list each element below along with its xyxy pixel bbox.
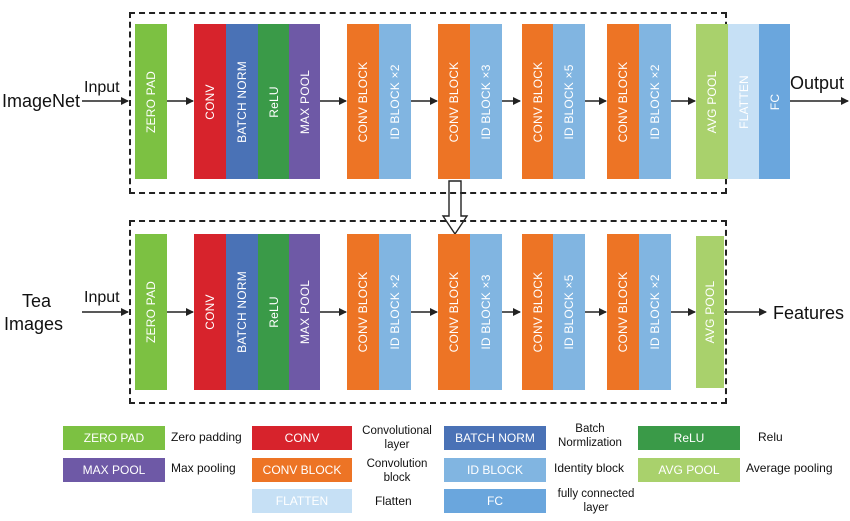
legend-avg-pool-desc: Average pooling — [746, 461, 833, 475]
legend-batch-norm-desc: Batch Normlization — [550, 422, 630, 450]
bottom-conv-block-1-label: CONV BLOCK — [356, 271, 370, 353]
top-conv-block-2: CONV BLOCK — [438, 24, 470, 179]
bottom-id-block-3: ID BLOCK ×5 — [553, 234, 585, 390]
top-fc-label: FC — [767, 93, 782, 110]
bottom-id-block-2-label: ID BLOCK ×3 — [479, 274, 493, 350]
legend-flatten-desc: Flatten — [375, 494, 412, 508]
bottom-input-label: Input — [84, 289, 120, 306]
top-id-block-4-label: ID BLOCK ×2 — [648, 63, 662, 140]
top-avg-pool-label: AVG POOL — [705, 70, 719, 133]
imagenet-label: ImageNet — [2, 91, 81, 111]
bottom-conv-block-3-label: CONV BLOCK — [530, 271, 545, 353]
legend-max-pool-swatch: MAX POOL — [63, 458, 165, 482]
top-max-pool-label: MAX POOL — [297, 69, 312, 134]
legend-conv-block-desc-line2: block — [383, 472, 411, 484]
legend-conv-block-desc: Convolution block — [356, 457, 438, 485]
top-avg-pool-block: AVG POOL — [696, 24, 728, 179]
bottom-conv-block-4: CONV BLOCK — [607, 234, 639, 390]
bottom-avg-pool-block: AVG POOL — [696, 236, 724, 388]
top-id-block-4: ID BLOCK ×2 — [639, 24, 671, 179]
top-max-pool-block: MAX POOL — [289, 24, 320, 179]
top-zero-pad-block: ZERO PAD — [135, 24, 167, 179]
legend-conv-swatch: CONV — [252, 426, 352, 450]
legend-conv-desc: Convolutional layer — [356, 424, 438, 452]
legend-conv-desc-line1: Convolutional — [362, 425, 432, 437]
top-input-label: Input — [84, 79, 120, 96]
bottom-id-block-4: ID BLOCK ×2 — [639, 234, 671, 390]
top-conv-block-2-label: CONV BLOCK — [447, 61, 461, 142]
top-conv-block-3: CONV BLOCK — [522, 24, 553, 179]
bottom-conv-block: CONV — [194, 234, 226, 390]
top-conv-label: CONV — [203, 83, 217, 120]
bottom-batch-norm-label: BATCH NORM — [235, 271, 249, 353]
legend-batch-norm-desc-line1: Batch — [575, 423, 605, 435]
legend-relu-desc: Relu — [758, 430, 783, 444]
top-relu-label: ReLU — [266, 85, 281, 118]
bottom-conv-block-2: CONV BLOCK — [438, 234, 470, 390]
features-label: Features — [773, 303, 845, 323]
top-id-block-2: ID BLOCK ×3 — [470, 24, 502, 179]
bottom-id-block-2: ID BLOCK ×3 — [470, 234, 502, 390]
top-id-block-1: ID BLOCK ×2 — [379, 24, 411, 179]
legend-id-block-swatch: ID BLOCK — [444, 458, 546, 482]
legend-zero-pad-swatch: ZERO PAD — [63, 426, 165, 450]
bottom-conv-block-1: CONV BLOCK — [347, 234, 379, 390]
top-relu-block: ReLU — [258, 24, 289, 179]
top-batch-norm-block: BATCH NORM — [226, 24, 258, 179]
bottom-zero-pad-block: ZERO PAD — [135, 234, 167, 390]
top-flatten-block: FLATTEN — [728, 24, 759, 179]
legend-id-block-desc: Identity block — [554, 461, 625, 475]
top-conv-block-3-label: CONV BLOCK — [530, 61, 545, 142]
legend-batch-norm-desc-line2: Normlization — [558, 437, 622, 449]
bottom-max-pool-label: MAX POOL — [297, 279, 312, 345]
bottom-relu-label: ReLU — [266, 296, 281, 328]
top-conv-block-4-label: CONV BLOCK — [616, 61, 630, 142]
top-conv-block: CONV — [194, 24, 226, 179]
legend-conv-block-swatch: CONV BLOCK — [252, 458, 352, 482]
top-id-block-1-label: ID BLOCK ×2 — [388, 63, 402, 140]
top-zero-pad-label: ZERO PAD — [144, 70, 158, 133]
tea-label: Tea — [22, 291, 52, 311]
images-label: Images — [4, 314, 64, 334]
legend-conv-block-desc-line1: Convolution — [366, 458, 428, 470]
top-output-label: Output — [790, 73, 845, 93]
legend-fc-desc-line2: layer — [583, 502, 609, 514]
legend-batch-norm-swatch: BATCH NORM — [444, 426, 546, 450]
legend-relu-swatch: ReLU — [638, 426, 740, 450]
bottom-id-block-1-label: ID BLOCK ×2 — [388, 274, 402, 350]
top-id-block-3: ID BLOCK ×5 — [553, 24, 585, 179]
legend-fc-desc-line1: fully connected — [557, 488, 635, 500]
top-conv-block-1: CONV BLOCK — [347, 24, 379, 179]
legend-max-pool-desc: Max pooling — [171, 461, 236, 475]
top-batch-norm-label: BATCH NORM — [235, 60, 249, 143]
bottom-id-block-4-label: ID BLOCK ×2 — [648, 274, 662, 350]
bottom-batch-norm-block: BATCH NORM — [226, 234, 258, 390]
legend-flatten-swatch: FLATTEN — [252, 489, 352, 513]
bottom-conv-block-4-label: CONV BLOCK — [616, 271, 630, 353]
top-id-block-3-label: ID BLOCK ×5 — [562, 63, 576, 140]
bottom-id-block-1: ID BLOCK ×2 — [379, 234, 411, 390]
top-id-block-2-label: ID BLOCK ×3 — [479, 63, 493, 140]
top-flatten-label: FLATTEN — [736, 74, 751, 129]
bottom-conv-block-2-label: CONV BLOCK — [447, 271, 461, 353]
bottom-avg-pool-label: AVG POOL — [703, 280, 717, 344]
legend-fc-desc: fully connected layer — [550, 487, 642, 515]
bottom-zero-pad-label: ZERO PAD — [144, 280, 158, 344]
bottom-relu-block: ReLU — [258, 234, 289, 390]
legend-avg-pool-swatch: AVG POOL — [638, 458, 740, 482]
bottom-conv-block-3: CONV BLOCK — [522, 234, 553, 390]
bottom-id-block-3-label: ID BLOCK ×5 — [562, 274, 576, 350]
bottom-conv-label: CONV — [203, 294, 217, 330]
top-conv-block-4: CONV BLOCK — [607, 24, 639, 179]
bottom-network-frame — [129, 220, 727, 404]
top-fc-block: FC — [759, 24, 790, 179]
legend-conv-desc-line2: layer — [384, 439, 410, 451]
top-conv-block-1-label: CONV BLOCK — [356, 61, 370, 142]
legend-zero-pad-desc: Zero padding — [171, 430, 242, 444]
bottom-max-pool-block: MAX POOL — [289, 234, 320, 390]
legend-fc-swatch: FC — [444, 489, 546, 513]
